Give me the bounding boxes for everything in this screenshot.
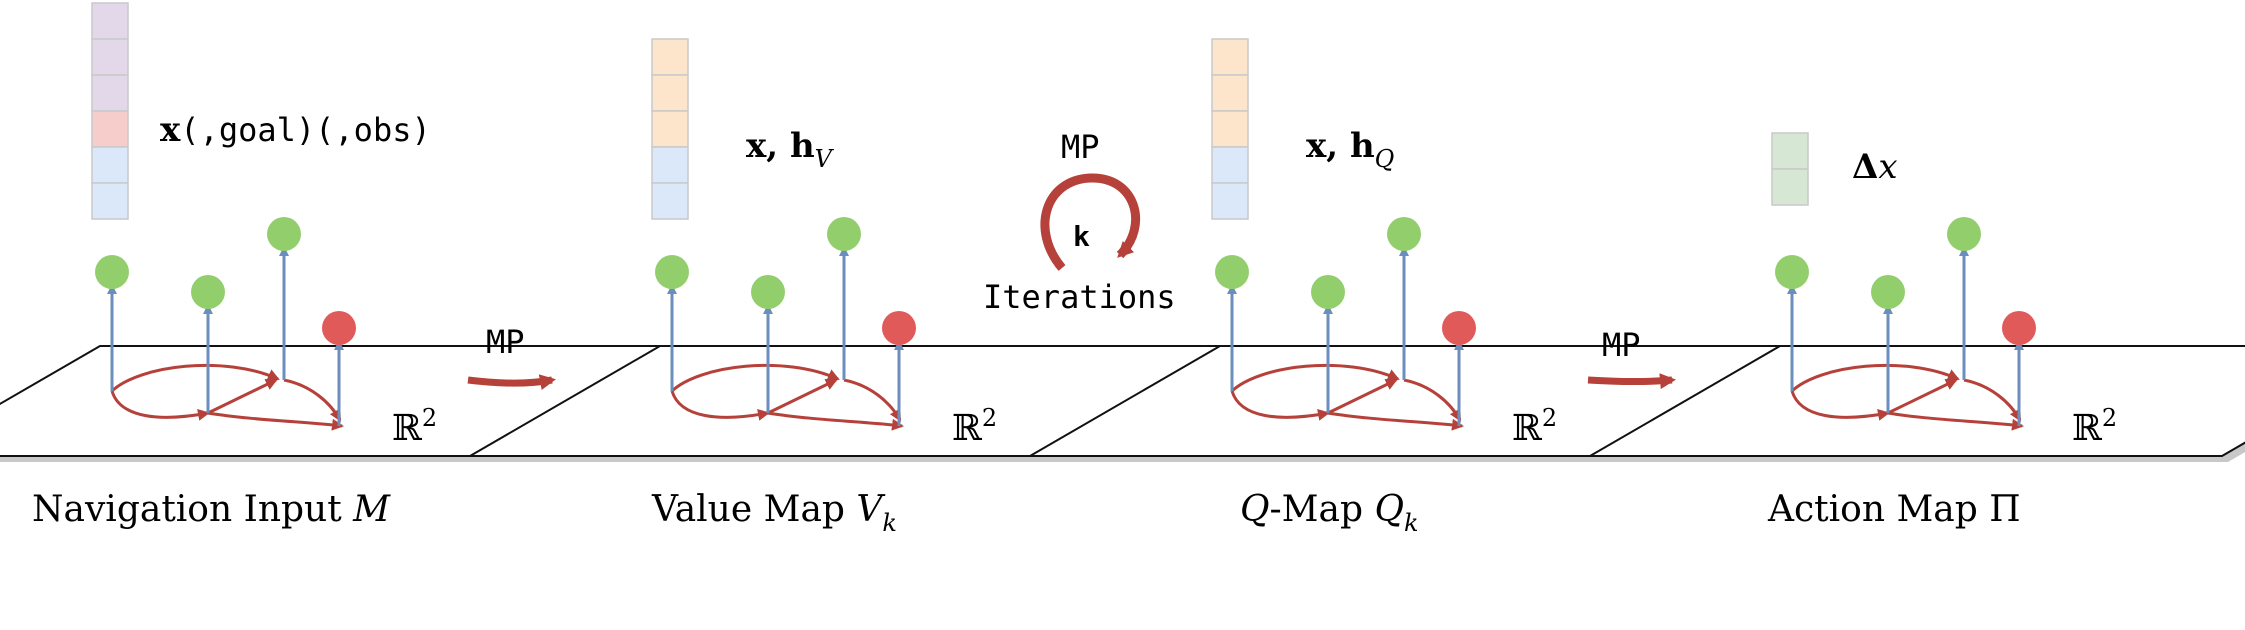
space-label-2: ℝ2 <box>952 404 997 449</box>
panel-q-map: x, hQ ℝ2 Q-Map Qk <box>1030 38 1858 537</box>
feature-vector-2 <box>651 38 689 220</box>
feature-label-2: x, hV <box>746 126 835 173</box>
feature-label-1: x(,goal)(,obs) <box>160 110 431 150</box>
panel-action-map: Δx ℝ2 Action Map Π <box>1590 132 2245 530</box>
iterations-label: Iterations <box>983 278 1176 316</box>
caption-q-map: Q-Map Qk <box>1240 489 1419 537</box>
space-label-3: ℝ2 <box>1512 404 1557 449</box>
space-label-4: ℝ2 <box>2072 404 2117 449</box>
mp-loop-iterations: MP k Iterations <box>983 128 1176 316</box>
panel-navigation-input: x(,goal)(,obs) ℝ2 Navigation Input M <box>0 2 738 530</box>
graph-plane-4 <box>1590 217 2245 462</box>
feature-vector-4 <box>1771 132 1809 206</box>
mp-transition-1: MP <box>467 323 556 391</box>
caption-action-map: Action Map Π <box>1767 489 2021 530</box>
mp-label-1: MP <box>486 323 525 361</box>
caption-navigation-input: Navigation Input M <box>32 489 391 530</box>
feature-vector-3 <box>1211 38 1249 220</box>
mp-loop-label: MP <box>1061 128 1100 166</box>
feature-label-3: x, hQ <box>1306 126 1394 173</box>
mp-transition-2: MP <box>1587 326 1676 390</box>
panel-value-map: x, hV ℝ2 Value Map Vk <box>470 38 1298 537</box>
feature-vector-1 <box>91 2 129 220</box>
feature-label-4: Δx <box>1852 147 1898 187</box>
loop-counter: k <box>1073 220 1090 253</box>
caption-value-map: Value Map Vk <box>651 489 897 537</box>
space-label-1: ℝ2 <box>392 404 437 449</box>
mp-label-2: MP <box>1602 326 1641 364</box>
